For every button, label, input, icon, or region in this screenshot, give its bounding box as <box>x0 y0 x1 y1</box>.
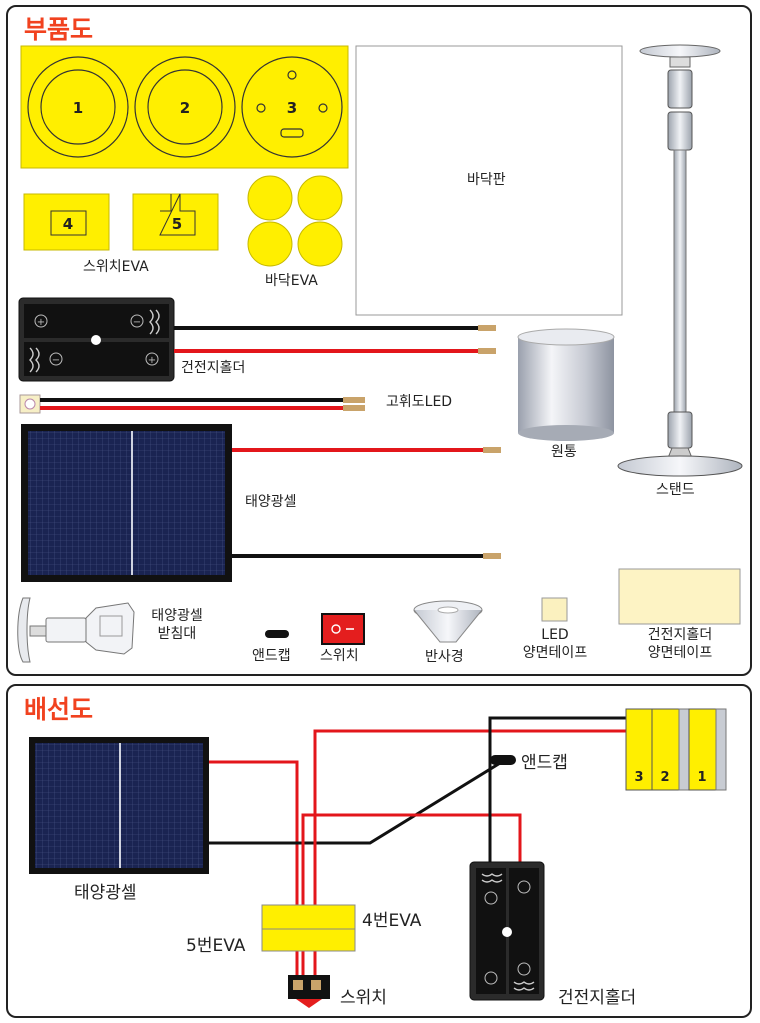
solar-stand-label: 태양광셀 받침대 <box>141 608 213 643</box>
eva-number-3: 3 <box>287 99 297 117</box>
reflector-label: 반사경 <box>425 649 464 665</box>
solar-stand-label-line2: 받침대 <box>157 625 197 642</box>
wiring-switch-label: 스위치 <box>340 988 387 1008</box>
solar-cell-label: 태양광셀 <box>245 494 297 510</box>
switch-wiring <box>288 975 330 1008</box>
led-tape-label-line2: 양면테이프 <box>522 644 588 661</box>
bottom-eva-circles <box>247 175 343 267</box>
switch-eva-number-5: 5 <box>172 215 182 233</box>
switch-label: 스위치 <box>320 648 359 664</box>
solar-cell-wiring <box>29 737 209 874</box>
wiring-solar-cell-label: 태양광셀 <box>74 883 137 903</box>
wiring-battery-holder-label: 건전지홀더 <box>558 988 637 1008</box>
stack-number-1: 1 <box>697 770 706 785</box>
solar-cell-part <box>21 424 501 582</box>
svg-text:+: + <box>37 317 45 328</box>
led-label: 고휘도LED <box>386 394 453 410</box>
switch-eva-pieces <box>23 193 219 251</box>
stack-number-2: 2 <box>660 770 669 785</box>
solar-stand-part <box>17 597 135 663</box>
end-cap-part <box>265 630 289 638</box>
eva-stack <box>625 708 727 791</box>
eva-4-5-blocks <box>261 904 356 952</box>
led-tape-part <box>541 597 568 622</box>
wiring-eva5-label: 5번EVA <box>186 936 246 956</box>
bottom-plate-label: 바닥판 <box>467 172 506 188</box>
end-cap-label: 앤드캡 <box>252 648 291 664</box>
eva-number-1: 1 <box>73 99 83 117</box>
reflector-part <box>413 600 483 643</box>
stack-number-3: 3 <box>634 770 643 785</box>
wiring-heading: 배선도 <box>24 695 94 724</box>
bottom-eva-label: 바닥EVA <box>265 273 318 289</box>
svg-text:+: + <box>148 355 156 366</box>
holder-wire-tip <box>478 348 496 354</box>
end-cap-wiring <box>490 755 516 765</box>
cylinder-part <box>517 328 615 441</box>
led-tape-label: LED 양면테이프 <box>515 627 595 662</box>
holder-tape-label: 건전지홀더 양면테이프 <box>633 627 727 662</box>
holder-tape-part <box>618 568 741 625</box>
switch-eva-number-4: 4 <box>63 215 73 233</box>
switch-part <box>321 613 365 645</box>
wiring-eva4-label: 4번EVA <box>362 911 422 931</box>
cylinder-label: 원통 <box>551 444 577 460</box>
stand-label: 스탠드 <box>656 482 695 498</box>
switch-eva-label: 스위치EVA <box>83 259 149 275</box>
holder-tape-label-line1: 건전지홀더 <box>647 627 713 643</box>
svg-text:−: − <box>133 317 141 328</box>
wiring-end-cap-label: 앤드캡 <box>521 753 568 773</box>
eva-circles-plate <box>20 45 349 169</box>
bottom-plate <box>355 45 623 316</box>
parts-heading: 부품도 <box>24 15 94 44</box>
eva-number-2: 2 <box>180 99 190 117</box>
battery-holder-label: 건전지홀더 <box>181 360 246 376</box>
svg-text:−: − <box>52 355 60 366</box>
led-tape-label-line1: LED <box>541 627 569 643</box>
holder-tape-label-line2: 양면테이프 <box>647 644 713 661</box>
battery-holder-wiring <box>469 861 545 1001</box>
led-part <box>19 394 365 414</box>
holder-wire-tip <box>478 325 496 331</box>
solar-stand-label-line1: 태양광셀 <box>151 608 203 624</box>
stand <box>617 44 743 477</box>
battery-holder-part: + − − + <box>18 297 175 382</box>
